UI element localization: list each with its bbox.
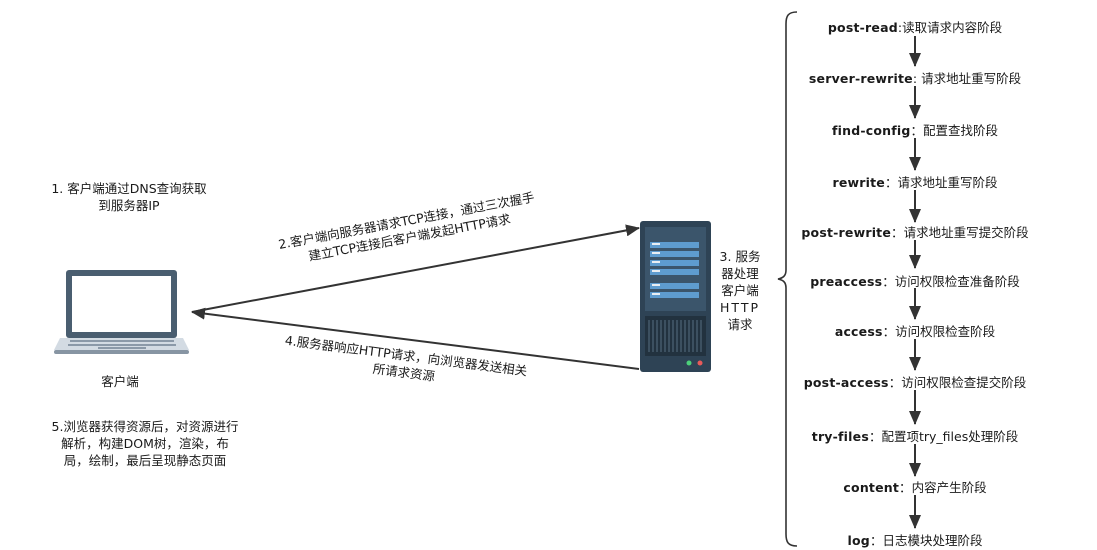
phase-post-access: post-access：访问权限检查提交阶段 [790, 372, 1040, 391]
phase-sep: ： [868, 429, 882, 444]
phase-sep: ： [882, 324, 896, 339]
phase-desc: 访问权限检查提交阶段 [901, 375, 1027, 390]
phase-desc: 配置查找阶段 [923, 123, 999, 138]
phase-sep: ： [888, 375, 902, 390]
phase-try-files: try-files：配置项try_files处理阶段 [790, 426, 1040, 445]
phase-sep: ： [899, 480, 912, 495]
phase-name: post-rewrite [801, 225, 892, 240]
phase-post-rewrite: post-rewrite：请求地址重写提交阶段 [790, 222, 1040, 241]
server-icon [640, 221, 711, 372]
phase-name: access [834, 324, 883, 339]
phase-name: post-access [803, 375, 889, 390]
request-arrow [191, 224, 640, 313]
step1-label: 1. 客户端通过DNS查询获取 到服务器IP [34, 180, 224, 214]
phase-list-brace [777, 11, 798, 547]
phase-sep: : [912, 71, 922, 86]
phase-sep: : [897, 20, 903, 35]
phase-preaccess: preaccess：访问权限检查准备阶段 [790, 271, 1040, 290]
phase-name: preaccess [810, 274, 883, 289]
phase-desc: 日志模块处理阶段 [882, 533, 983, 548]
step3-line4: HTTP [720, 300, 760, 315]
step1-line2: 到服务器IP [98, 198, 160, 213]
phase-desc: 配置项try_files处理阶段 [881, 429, 1019, 444]
phase-sep: ： [882, 274, 895, 289]
step5-line3: 局，绘制，最后呈现静态页面 [63, 453, 227, 468]
phase-post-read: post-read:读取请求内容阶段 [790, 17, 1040, 36]
phase-desc: 请求地址重写阶段 [921, 71, 1022, 86]
phase-desc: 请求地址重写阶段 [897, 175, 998, 190]
step3-line5: 请求 [727, 317, 753, 332]
phase-sep: ： [891, 225, 904, 240]
phase-name: log [847, 533, 870, 548]
phase-name: server-rewrite [808, 71, 913, 86]
phase-desc: 访问权限检查阶段 [895, 324, 996, 339]
phase-desc: 读取请求内容阶段 [902, 20, 1003, 35]
phase-rewrite: rewrite：请求地址重写阶段 [790, 172, 1040, 191]
step5-line1: 5.浏览器获得资源后，对资源进行 [51, 419, 239, 434]
phase-server-rewrite: server-rewrite: 请求地址重写阶段 [790, 68, 1040, 87]
phase-content: content：内容产生阶段 [790, 477, 1040, 496]
phase-name: find-config [831, 123, 911, 138]
phase-sep: ： [884, 175, 898, 190]
step3-label: 3. 服务 器处理 客户端 HTTP 请求 [712, 248, 768, 333]
step3-line2: 器处理 [721, 266, 759, 281]
phase-log: log：日志模块处理阶段 [790, 530, 1040, 549]
phase-desc: 内容产生阶段 [911, 480, 987, 495]
phase-desc: 请求地址重写提交阶段 [903, 225, 1029, 240]
step3-line3: 客户端 [721, 283, 759, 298]
client-label: 客户端 [101, 374, 139, 389]
phase-find-config: find-config：配置查找阶段 [790, 120, 1040, 139]
phase-name: rewrite [832, 175, 885, 190]
step5-line2: 解析，构建DOM树，渲染，布 [61, 436, 229, 451]
phase-name: content [843, 480, 900, 495]
step3-line1: 3. 服务 [719, 249, 761, 264]
step1-line1: 1. 客户端通过DNS查询获取 [51, 181, 207, 196]
phase-sep: ： [869, 533, 883, 548]
response-arrow [191, 307, 640, 370]
phase-access: access：访问权限检查阶段 [790, 321, 1040, 340]
step5-label: 5.浏览器获得资源后，对资源进行 解析，构建DOM树，渲染，布 局，绘制，最后呈… [30, 418, 260, 469]
phase-name: post-read [827, 20, 898, 35]
phase-sep: ： [910, 123, 924, 138]
phase-desc: 访问权限检查准备阶段 [894, 274, 1020, 289]
laptop-icon [54, 270, 189, 354]
phase-name: try-files [811, 429, 869, 444]
